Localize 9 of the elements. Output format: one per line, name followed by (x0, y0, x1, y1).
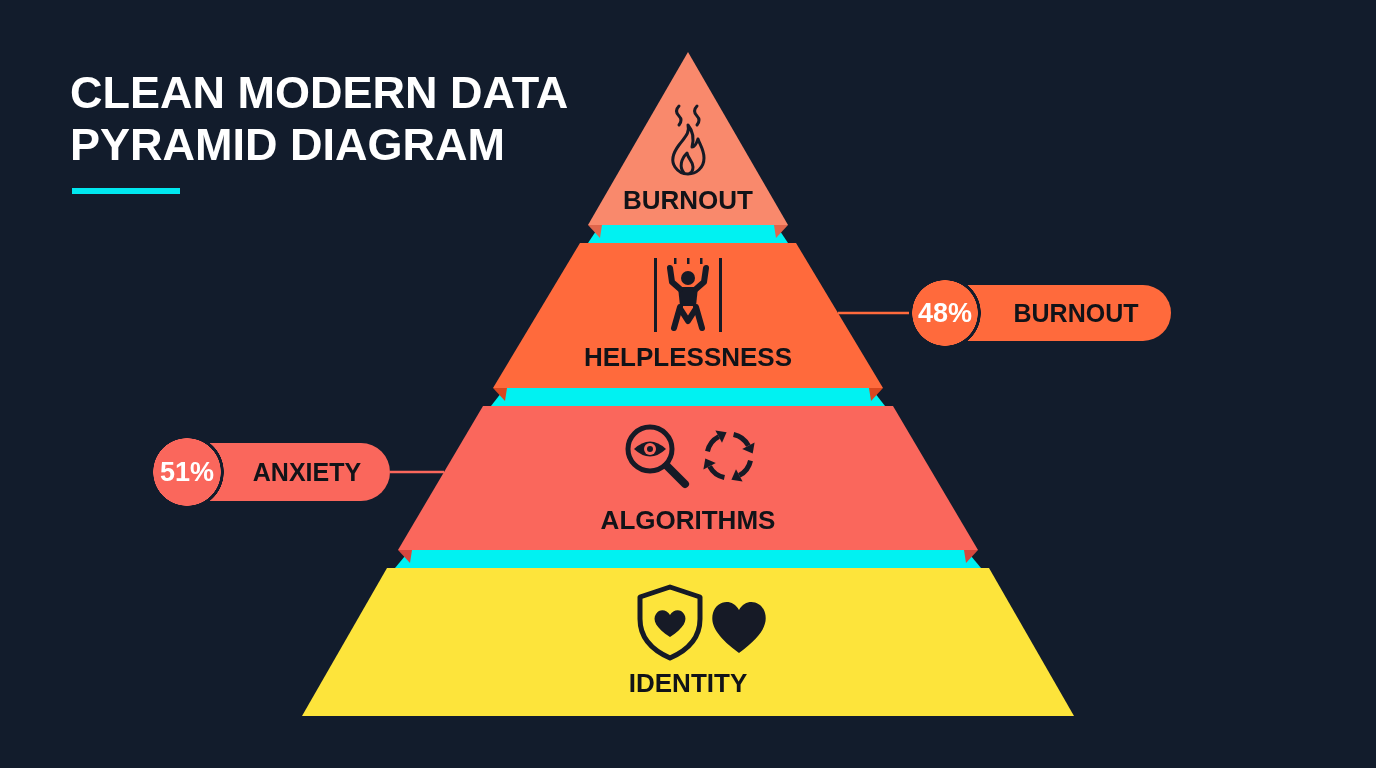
leader-line (390, 470, 445, 474)
tier-label: BURNOUT (623, 185, 753, 215)
leader-line (838, 311, 909, 315)
callout-label: ANXIETY (224, 443, 390, 501)
diagram-title: CLEAN MODERN DATA PYRAMID DIAGRAM (70, 67, 568, 171)
tier-label: HELPLESSNESS (583, 342, 793, 372)
callout-label: BURNOUT (981, 285, 1171, 341)
tier-label: IDENTITY (628, 668, 748, 698)
tier-label: ALGORITHMS (600, 505, 776, 535)
